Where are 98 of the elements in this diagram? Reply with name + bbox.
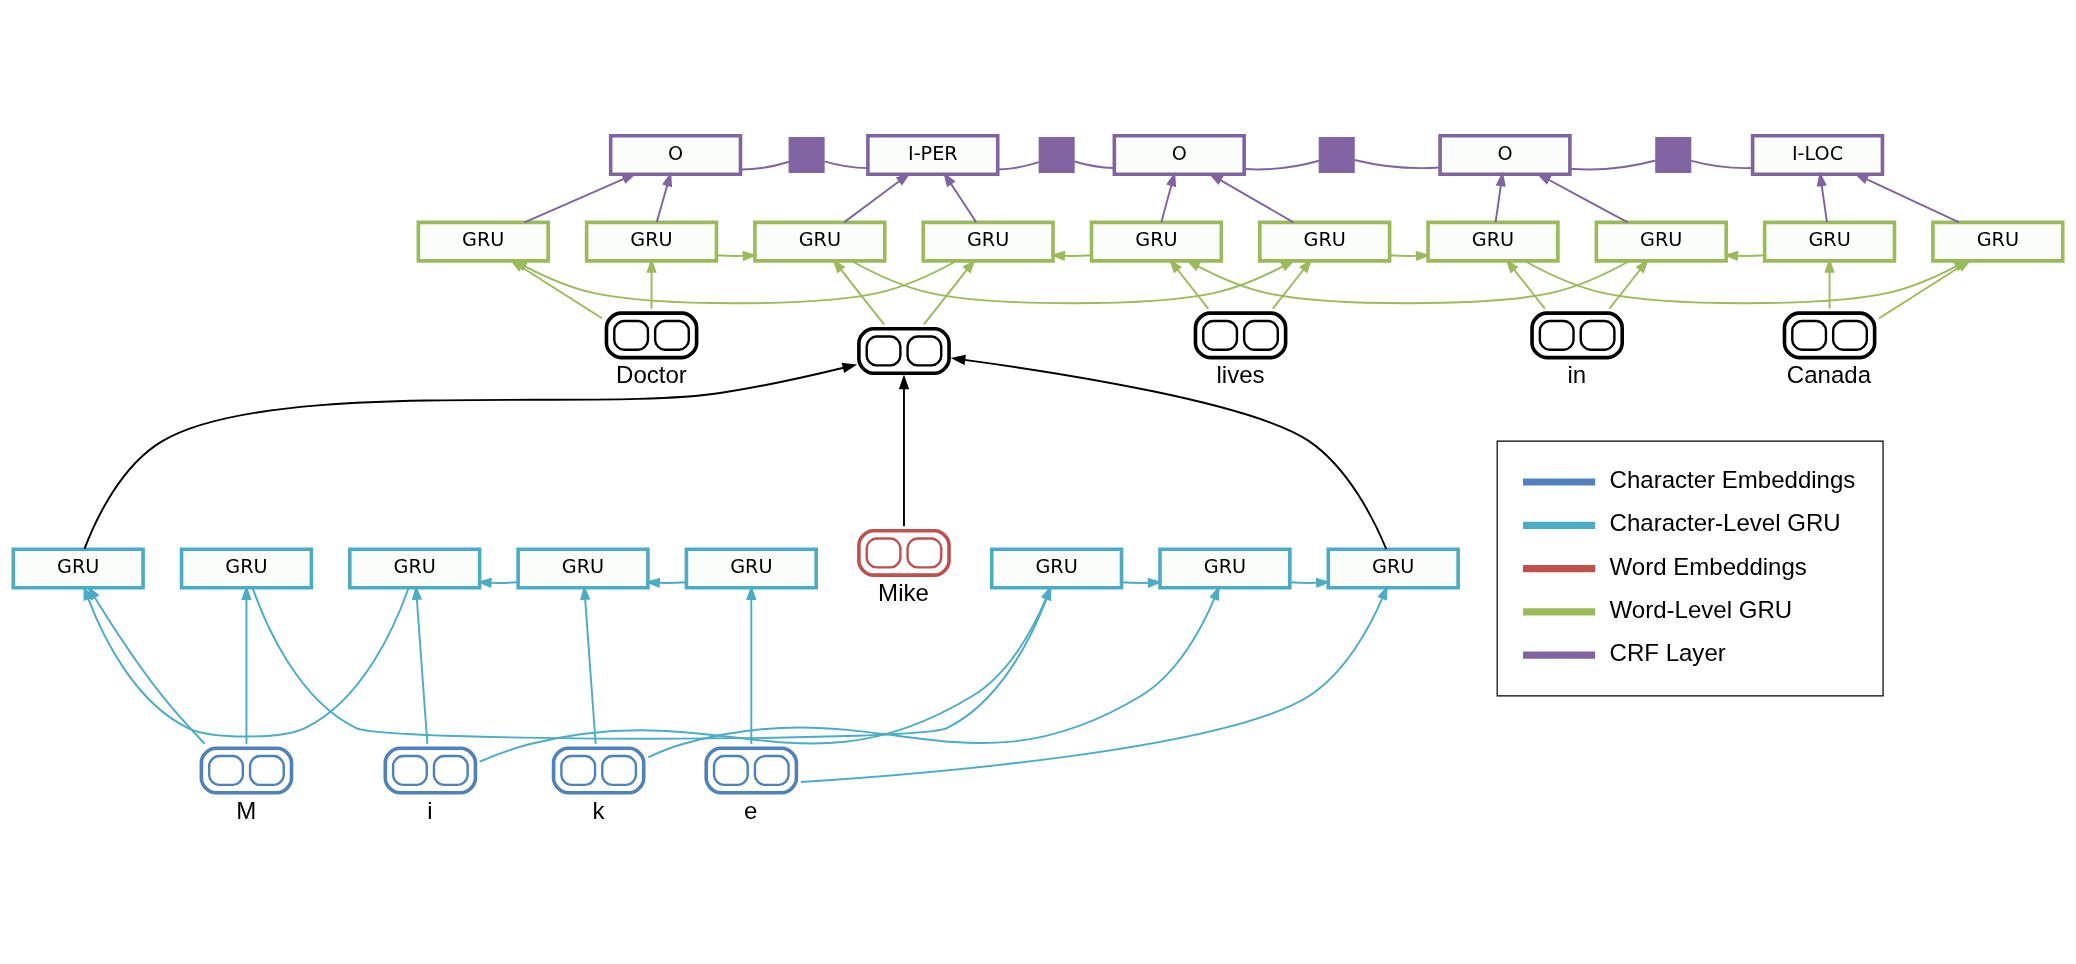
- node-box: [704, 746, 799, 795]
- node-label: Canada: [1786, 361, 1872, 389]
- node-box: GRU: [753, 220, 887, 263]
- node-box: [1318, 137, 1355, 174]
- node-box: I-LOC: [1750, 134, 1885, 177]
- arrow: [1388, 250, 1431, 262]
- connector: [823, 160, 869, 170]
- arrow: [83, 362, 858, 550]
- node-label: k: [592, 796, 605, 824]
- arrow: [1816, 171, 1828, 224]
- node-box: GRU: [11, 547, 145, 590]
- node-box: [857, 326, 951, 375]
- arrow: [476, 577, 519, 588]
- node-box: GRU: [684, 547, 819, 590]
- arrow: [922, 258, 976, 326]
- arrow: [850, 259, 1296, 305]
- node-box: [857, 528, 951, 577]
- node-box: [383, 746, 478, 795]
- legend-label: Word-Level GRU: [1609, 595, 1793, 623]
- arrow: [1536, 173, 1629, 224]
- arrow: [1050, 250, 1093, 262]
- node-box: GRU: [416, 220, 550, 263]
- node-box: GRU: [1931, 220, 2065, 263]
- node-box: GRU: [516, 547, 650, 590]
- node-box: O: [608, 134, 743, 177]
- node-box: GRU: [1326, 547, 1460, 590]
- arrow: [1723, 250, 1766, 262]
- arrow: [950, 354, 1388, 550]
- node-box: [788, 137, 825, 174]
- node-label: in: [1567, 361, 1587, 389]
- node-box: GRU: [1594, 220, 1728, 263]
- arrow: [251, 585, 1052, 740]
- node-box: GRU: [921, 220, 1055, 263]
- arrow: [1853, 173, 1961, 224]
- arrow: [1160, 171, 1177, 224]
- node-box: GRU: [1257, 220, 1392, 263]
- arrow: [1208, 173, 1295, 224]
- arrow: [1608, 258, 1649, 310]
- legend-label: Character-Level GRU: [1609, 509, 1841, 537]
- node-box: [1038, 137, 1075, 174]
- arrow: [647, 585, 1220, 759]
- connector: [1353, 159, 1441, 170]
- node-label: Doctor: [616, 361, 687, 389]
- node-box: [199, 746, 294, 795]
- node-box: [604, 311, 699, 360]
- connector: [1569, 159, 1657, 171]
- arrow: [1120, 577, 1163, 588]
- arrow: [800, 585, 1388, 783]
- node-box: [1782, 311, 1877, 360]
- node-box: GRU: [1089, 220, 1224, 263]
- node-box: GRU: [989, 547, 1124, 590]
- arrow: [580, 585, 597, 745]
- node-box: [1193, 311, 1288, 360]
- node-box: GRU: [179, 547, 314, 590]
- node-box: [1530, 311, 1624, 360]
- node-label: e: [744, 796, 758, 824]
- arrow: [715, 250, 758, 262]
- arrow: [832, 258, 885, 326]
- node-box: GRU: [1158, 547, 1292, 590]
- connector: [997, 161, 1040, 171]
- arrow: [655, 171, 673, 224]
- arrow: [478, 585, 1052, 763]
- connector: [1689, 159, 1754, 170]
- node-box: O: [1112, 134, 1246, 177]
- node-box: GRU: [1762, 220, 1897, 263]
- arrow: [87, 585, 206, 745]
- arrow: [1505, 258, 1546, 310]
- legend-label: CRF Layer: [1609, 639, 1726, 667]
- node-box: GRU: [348, 547, 482, 590]
- node-label: Mike: [878, 579, 929, 606]
- arrow: [411, 585, 429, 745]
- arrow: [843, 172, 911, 224]
- legend-label: Character Embeddings: [1609, 466, 1856, 494]
- node-box: [1655, 137, 1692, 174]
- connector: [1243, 159, 1320, 171]
- arrow: [1824, 258, 1835, 310]
- arrow: [898, 374, 910, 528]
- node-label: M: [236, 796, 257, 824]
- arrow: [241, 585, 252, 745]
- node-box: GRU: [1426, 220, 1560, 263]
- arrow: [523, 173, 637, 224]
- node-box: [551, 746, 646, 795]
- arrow: [943, 172, 978, 224]
- arrow: [83, 585, 410, 738]
- arrow: [1494, 171, 1506, 224]
- connector: [1073, 160, 1116, 169]
- node-box: I-PER: [866, 134, 1000, 177]
- arrow: [1289, 577, 1331, 588]
- node-label: i: [427, 796, 433, 824]
- arrow: [746, 585, 757, 745]
- node-label: lives: [1216, 361, 1265, 389]
- arrow: [646, 258, 657, 310]
- arrow: [645, 577, 687, 588]
- legend-label: Word Embeddings: [1609, 552, 1807, 580]
- node-box: O: [1438, 134, 1572, 177]
- connector: [739, 160, 791, 171]
- node-box: GRU: [584, 220, 719, 263]
- arrow: [1185, 259, 1631, 305]
